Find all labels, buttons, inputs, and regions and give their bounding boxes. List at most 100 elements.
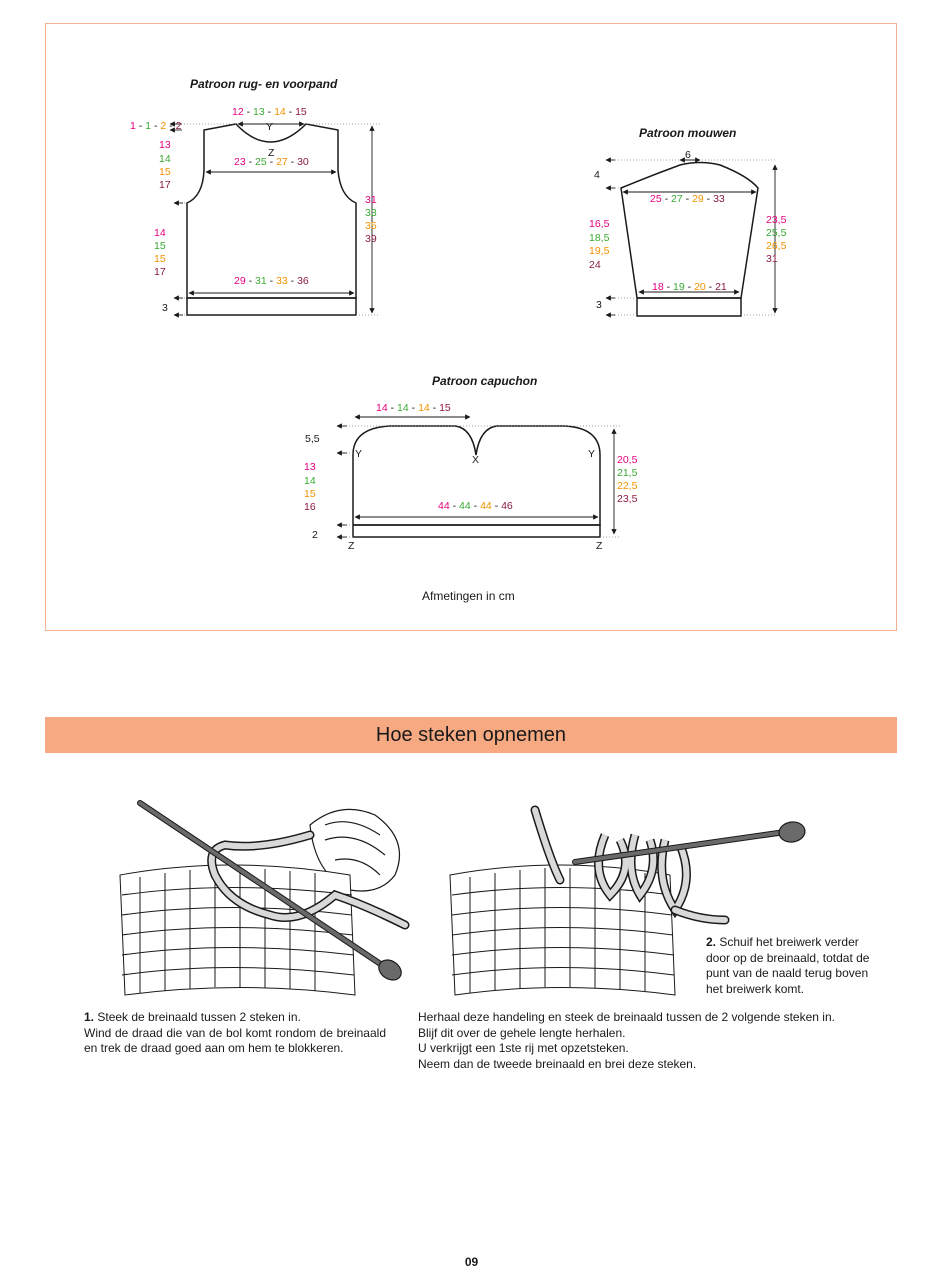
body-rib-label: 3 — [162, 302, 168, 314]
sleeve-total-s3: 26,5 — [766, 240, 787, 252]
sleeve-upper-s4: 33 — [713, 193, 725, 205]
measurements-note: Afmetingen in cm — [422, 589, 515, 603]
sleeve-outline — [620, 161, 759, 299]
body-shoulder-s3: 2 — [160, 120, 166, 132]
pattern-sleeves-title: Patroon mouwen — [639, 126, 736, 140]
hood-marker-z-left: Z — [348, 540, 355, 552]
hood-side-s3: 15 — [304, 488, 316, 500]
hood-top-s2: 14 — [397, 402, 409, 414]
body-outline — [186, 123, 357, 299]
body-armhole-s4: 17 — [159, 179, 171, 191]
body-neck-s3: 14 — [274, 106, 286, 118]
body-side-s2: 15 — [154, 240, 166, 252]
hood-side-s4: 16 — [304, 501, 316, 513]
step-middle-line-3: U verkrijgt een 1ste rij met opzetsteken… — [418, 1041, 629, 1055]
hood-bottom-s2: 44 — [459, 500, 471, 512]
body-side-s3: 15 — [154, 253, 166, 265]
hood-side-s2: 14 — [304, 475, 316, 487]
body-rib — [186, 297, 357, 316]
hood-top-s3: 14 — [418, 402, 430, 414]
illustration-step2 — [449, 805, 806, 996]
page-number: 09 — [464, 1255, 479, 1269]
body-neck-s2: 13 — [253, 106, 265, 118]
step1-text: Steek de breinaald tussen 2 steken in. — [97, 1010, 301, 1024]
body-total-s1: 31 — [365, 194, 377, 206]
hood-marker-z-right: Z — [596, 540, 603, 552]
hood-total-s1: 20,5 — [617, 454, 638, 466]
body-total-s4: 39 — [365, 233, 377, 245]
body-shoulder-s2: 1 — [145, 120, 151, 132]
body-bottom-s1: 29 — [234, 275, 246, 287]
body-total-s3: 35 — [365, 220, 377, 232]
step-middle-line-4: Neem dan de tweede breinaald en brei dez… — [418, 1056, 697, 1071]
body-side-s4: 17 — [154, 266, 166, 278]
svg-text:18 - 19 - 20 - 21: 18 - 19 - 20 - 21 — [652, 281, 727, 293]
sleeve-total-s1: 23,5 — [766, 214, 787, 226]
sleeve-rib-label: 3 — [596, 299, 602, 311]
hood-total-s3: 22,5 — [617, 480, 638, 492]
hood-marker-y-right: Y — [588, 448, 595, 460]
sleeve-upper-s1: 25 — [650, 193, 662, 205]
step2-text: Schuif het breiwerk verder door op de br… — [706, 935, 870, 996]
step2-instructions: 2. Schuif het breiwerk verder door op de… — [706, 935, 886, 997]
hood-marker-x: X — [472, 454, 479, 466]
svg-text:1 - 1 - 2 - 2: 1 - 1 - 2 - 2 — [130, 120, 182, 132]
step1-number: 1. — [84, 1010, 95, 1024]
hood-bottom-s3: 44 — [480, 500, 492, 512]
body-bottom-s2: 31 — [255, 275, 267, 287]
sleeve-cap-label: 4 — [594, 169, 600, 181]
body-chest-s1: 23 — [234, 156, 246, 168]
pattern-body-title: Patroon rug- en voorpand — [190, 77, 338, 91]
svg-text:44 - 44 - 44 - 46: 44 - 44 - 44 - 46 — [438, 500, 513, 512]
sleeve-cuff-s2: 19 — [673, 281, 685, 293]
sleeve-rib — [636, 297, 742, 317]
sleeve-side-s4: 24 — [589, 259, 601, 271]
body-armhole-s3: 15 — [159, 166, 171, 178]
step-middle-line-2: Blijf dit over de gehele lengte herhalen… — [418, 1025, 626, 1040]
body-armhole-s2: 14 — [159, 153, 171, 165]
hood-top-s4: 15 — [439, 402, 451, 414]
hood-rib-label: 2 — [312, 529, 318, 541]
body-chest-s4: 30 — [297, 156, 309, 168]
body-side-s1: 14 — [154, 227, 166, 239]
svg-text:14 - 14 - 14 - 15: 14 - 14 - 14 - 15 — [376, 402, 451, 414]
svg-text:29 - 31 - 33 - 36: 29 - 31 - 33 - 36 — [234, 275, 309, 287]
body-bottom-s4: 36 — [297, 275, 309, 287]
hood-curve-label: 5,5 — [305, 433, 320, 445]
pattern-hood-title: Patroon capuchon — [432, 374, 537, 388]
body-neck-s1: 12 — [232, 106, 244, 118]
sleeve-side-s1: 16,5 — [589, 218, 610, 230]
hood-total-s4: 23,5 — [617, 493, 638, 505]
hood-marker-y-left: Y — [355, 448, 362, 460]
body-shoulder-s1: 1 — [130, 120, 136, 132]
body-neck-s4: 15 — [295, 106, 307, 118]
body-marker-y: Y — [266, 121, 273, 133]
step1-instructions: 1. Steek de breinaald tussen 2 steken in… — [84, 1010, 386, 1057]
step-middle-line-1: Herhaal deze handeling en steek de brein… — [418, 1010, 835, 1024]
sleeve-cuff-s1: 18 — [652, 281, 664, 293]
step1-continuation: Wind de draad die van de bol komt rondom… — [84, 1025, 386, 1056]
step-middle-instructions: Herhaal deze handeling en steek de brein… — [418, 1010, 888, 1072]
body-marker-z: Z — [268, 147, 275, 159]
body-armhole-s1: 13 — [159, 139, 171, 151]
sleeve-total-s2: 25,5 — [766, 227, 787, 239]
hood-top-s1: 14 — [376, 402, 388, 414]
body-chest-s2: 25 — [255, 156, 267, 168]
illustration-step1 — [119, 800, 410, 996]
hood-bottom-s1: 44 — [438, 500, 450, 512]
svg-text:25 - 27 - 29 - 33: 25 - 27 - 29 - 33 — [650, 193, 725, 205]
hood-rib — [352, 524, 601, 538]
sleeve-side-s3: 19,5 — [589, 245, 610, 257]
body-bottom-s3: 33 — [276, 275, 288, 287]
sleeve-side-s2: 18,5 — [589, 232, 610, 244]
sleeve-cuff-s3: 20 — [694, 281, 706, 293]
sleeve-cuff-s4: 21 — [715, 281, 727, 293]
sleeve-total-s4: 31 — [766, 253, 778, 265]
sleeve-upper-s3: 29 — [692, 193, 704, 205]
hood-side-s1: 13 — [304, 461, 316, 473]
hood-total-s2: 21,5 — [617, 467, 638, 479]
hood-outline — [352, 425, 601, 526]
svg-text:23 - 25 - 27 - 30: 23 - 25 - 27 - 30 — [234, 156, 309, 168]
hood-bottom-s4: 46 — [501, 500, 513, 512]
section-title: Hoe steken opnemen — [45, 717, 897, 753]
